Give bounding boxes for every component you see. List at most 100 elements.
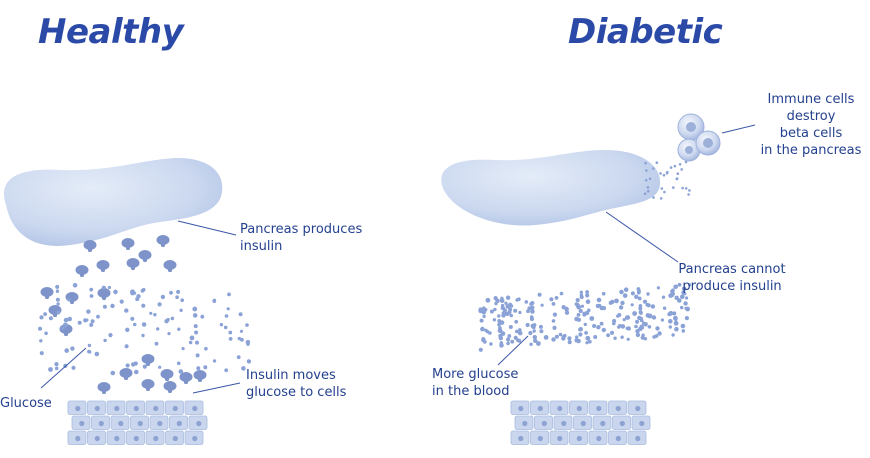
glucose-dot xyxy=(656,286,661,290)
glucose-dot xyxy=(55,284,60,289)
glucose-dot xyxy=(517,330,523,336)
glucose-dot xyxy=(527,306,532,311)
glucose-dot xyxy=(620,335,624,339)
glucose-dot xyxy=(622,293,628,298)
glucose-dot xyxy=(56,310,61,315)
cell-nucleus xyxy=(192,405,198,412)
glucose-dot xyxy=(532,335,537,340)
glucose-dot xyxy=(504,301,508,305)
cell-nucleus xyxy=(635,435,641,442)
cell-nucleus xyxy=(557,435,563,442)
insulin-molecule xyxy=(97,382,111,394)
glucose-dot xyxy=(670,293,675,298)
glucose-dot xyxy=(510,339,515,344)
glucose-dot xyxy=(564,310,570,315)
glucose-dot xyxy=(238,312,243,317)
insulin-molecule xyxy=(141,354,155,366)
insulin-molecule xyxy=(83,240,97,252)
glucose-dot xyxy=(668,325,672,329)
glucose-dot xyxy=(539,329,544,334)
damage-dot xyxy=(673,164,677,168)
glucose-dot xyxy=(578,327,583,332)
cell-nucleus xyxy=(192,435,198,442)
glucose-dot xyxy=(228,337,233,341)
glucose-dot xyxy=(530,309,535,314)
healthy-pancreas xyxy=(4,157,223,246)
glucose-dot xyxy=(108,333,113,338)
glucose-dot xyxy=(181,347,185,351)
glucose-dot xyxy=(599,321,604,326)
glucose-dot xyxy=(635,332,641,338)
glucose-dot xyxy=(562,333,567,338)
glucose-dot xyxy=(130,316,135,321)
cell-nucleus xyxy=(561,420,567,427)
insulin-molecule xyxy=(96,260,110,272)
glucose-dot xyxy=(56,302,60,306)
glucose-dot xyxy=(554,334,559,339)
cell-nucleus xyxy=(576,405,582,412)
glucose-dot xyxy=(635,319,640,324)
glucose-dot xyxy=(160,294,166,300)
glucose-dot xyxy=(489,342,493,346)
glucose-dot xyxy=(156,327,160,331)
glucose-dot xyxy=(89,322,94,327)
cell-nucleus xyxy=(98,420,104,427)
glucose-dot xyxy=(617,313,622,317)
glucose-dot xyxy=(647,325,652,329)
glucose-dot xyxy=(684,316,690,321)
glucose-dot xyxy=(580,304,585,308)
glucose-dot xyxy=(508,325,513,329)
cell-nucleus xyxy=(600,420,606,427)
glucose-dot xyxy=(597,303,602,308)
glucose-dot xyxy=(688,283,692,287)
glucose-dot xyxy=(625,315,630,320)
cell-nucleus xyxy=(75,435,81,442)
glucose-dot xyxy=(141,303,146,308)
insulin-molecule xyxy=(126,258,140,270)
glucose-dot xyxy=(606,333,610,338)
glucose-dot xyxy=(668,311,674,316)
glucose-dot xyxy=(584,331,588,335)
damage-dot xyxy=(675,177,679,180)
glucose-dot xyxy=(101,285,106,290)
damage-dot xyxy=(644,161,647,165)
leader-pancreas-cannot xyxy=(605,211,679,263)
glucose-dot xyxy=(515,329,519,334)
glucose-dot xyxy=(102,304,107,309)
cell-nucleus xyxy=(580,420,586,427)
glucose-dot xyxy=(55,297,60,302)
glucose-dot xyxy=(674,295,679,300)
glucose-dot xyxy=(585,293,590,298)
glucose-dot xyxy=(617,325,621,329)
glucose-dot xyxy=(94,351,100,357)
glucose-dot xyxy=(223,325,228,330)
cell-nucleus xyxy=(133,405,139,412)
glucose-dot xyxy=(166,317,170,322)
glucose-dot xyxy=(514,319,519,324)
glucose-dot xyxy=(44,331,48,336)
cell-nucleus xyxy=(639,420,645,427)
glucose-dot xyxy=(585,290,589,294)
glucose-dot xyxy=(192,313,198,318)
glucose-dot xyxy=(224,314,229,318)
glucose-dot xyxy=(643,322,648,327)
insulin-molecule xyxy=(75,265,89,277)
glucose-dot xyxy=(634,294,639,299)
damage-dot xyxy=(672,186,675,189)
glucose-dot xyxy=(558,332,563,337)
cell-nucleus xyxy=(196,420,202,427)
glucose-dot xyxy=(574,302,579,306)
glucose-dot xyxy=(529,315,534,319)
glucose-dot xyxy=(610,299,615,305)
glucose-dot xyxy=(140,288,145,293)
glucose-dot xyxy=(576,339,581,344)
glucose-dot xyxy=(554,296,559,300)
glucose-dot xyxy=(499,298,505,304)
diabetic-pancreas xyxy=(441,150,661,226)
insulin-molecule xyxy=(163,381,177,393)
glucose-dot xyxy=(559,291,564,296)
glucose-dot xyxy=(154,341,159,346)
glucose-dot xyxy=(39,339,43,343)
glucose-dot xyxy=(671,333,675,337)
glucose-dot xyxy=(499,320,505,325)
